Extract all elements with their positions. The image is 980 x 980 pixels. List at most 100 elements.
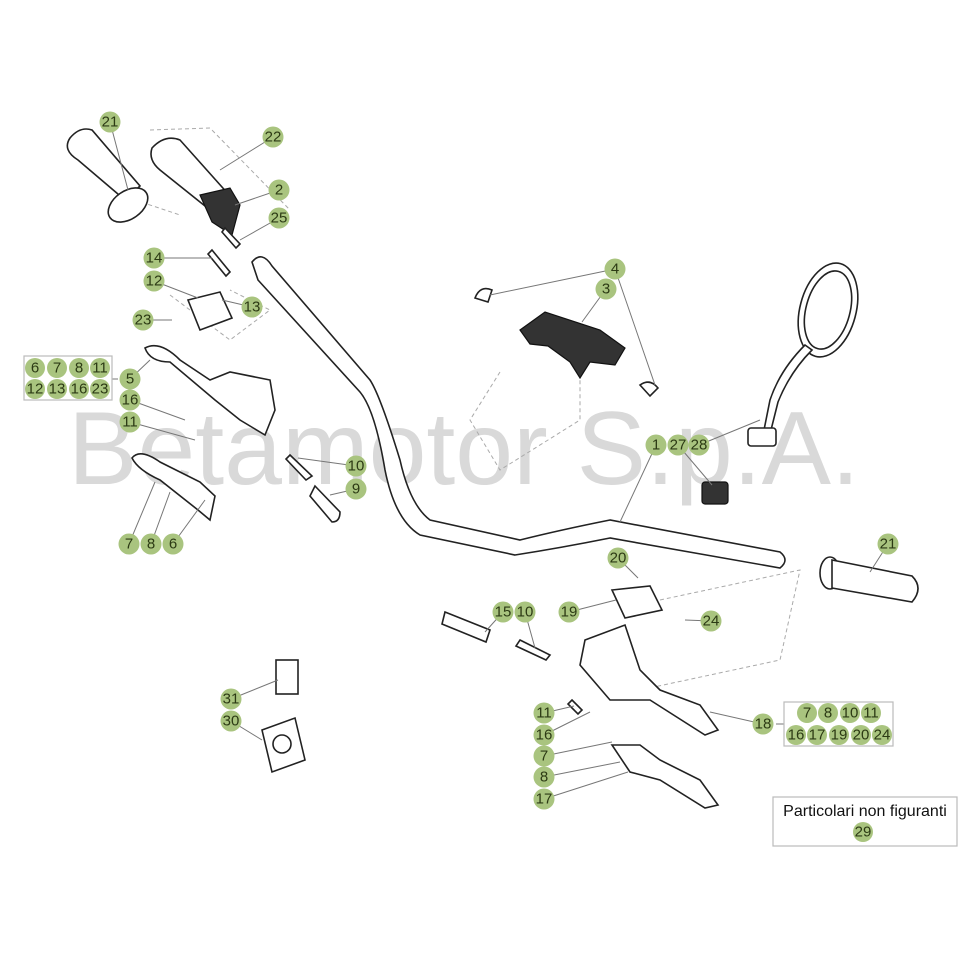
callout-circle <box>220 688 242 710</box>
callout-circle <box>840 703 860 723</box>
callout-number: 5 <box>126 371 134 388</box>
callout-circle <box>533 788 555 810</box>
callout-circle <box>533 766 555 788</box>
callout-circle <box>268 207 290 229</box>
callout-21: 21 <box>877 533 899 555</box>
callout-7: 7 <box>118 533 140 555</box>
callout-number: 22 <box>265 129 282 146</box>
callout-circle <box>607 547 629 569</box>
callout-number: 11 <box>863 705 879 722</box>
callout-number: 10 <box>842 705 859 722</box>
throttle-grip <box>150 137 242 250</box>
callout-circle <box>861 703 881 723</box>
callout-number: 23 <box>135 312 152 329</box>
callout-number: 8 <box>540 769 548 786</box>
callout-16: 16 <box>69 379 89 399</box>
brake-assembly <box>441 585 720 809</box>
callout-circle <box>119 368 141 390</box>
callout-11: 11 <box>533 702 555 724</box>
callout-circle <box>604 258 626 280</box>
callout-number: 7 <box>53 360 61 377</box>
mirror <box>747 262 859 447</box>
callout-15: 15 <box>492 601 514 623</box>
callout-circle <box>345 478 367 500</box>
handlebar <box>251 256 786 569</box>
callout-25: 25 <box>268 207 290 229</box>
callout-16: 16 <box>533 724 555 746</box>
callout-10: 10 <box>345 455 367 477</box>
callout-number: 7 <box>540 748 548 765</box>
callout-number: 10 <box>348 458 365 475</box>
handlebar-clamp <box>473 287 660 398</box>
grip-right <box>819 556 919 603</box>
callout-13: 13 <box>47 379 67 399</box>
callout-circle <box>558 601 580 623</box>
callout-number: 18 <box>755 716 772 733</box>
callout-circle <box>533 724 555 746</box>
callout-circle <box>90 379 110 399</box>
callout-number: 7 <box>803 705 811 722</box>
callout-number: 8 <box>147 536 155 553</box>
callout-19: 19 <box>558 601 580 623</box>
callout-29: 29 <box>853 822 873 842</box>
callout-circle <box>119 389 141 411</box>
callout-circle <box>220 710 242 732</box>
callout-number: 31 <box>223 691 240 708</box>
callout-number: 21 <box>880 536 897 553</box>
callout-number: 10 <box>517 604 534 621</box>
callout-number: 28 <box>691 437 708 454</box>
callout-number: 8 <box>75 360 83 377</box>
remote-switch <box>261 659 306 774</box>
callout-12: 12 <box>143 270 165 292</box>
callout-16: 16 <box>786 725 806 745</box>
callout-1: 1 <box>645 434 667 456</box>
callout-number: 14 <box>146 250 163 267</box>
callout-circle <box>807 725 827 745</box>
callout-11: 11 <box>861 703 881 723</box>
callout-14: 14 <box>143 247 165 269</box>
callout-6: 6 <box>162 533 184 555</box>
callout-number: 11 <box>122 414 138 431</box>
switch-28 <box>701 481 729 505</box>
callout-number: 20 <box>853 727 870 744</box>
callout-23: 23 <box>132 309 154 331</box>
callout-27: 27 <box>667 434 689 456</box>
callout-3: 3 <box>595 278 617 300</box>
callout-number: 23 <box>92 381 109 398</box>
callout-circle <box>492 601 514 623</box>
callout-4: 4 <box>604 258 626 280</box>
callout-circle <box>595 278 617 300</box>
callout-7: 7 <box>47 358 67 378</box>
callout-8: 8 <box>818 703 838 723</box>
callout-number: 20 <box>610 550 627 567</box>
callout-number: 13 <box>244 299 261 316</box>
callout-13: 13 <box>241 296 263 318</box>
callout-21: 21 <box>99 111 121 133</box>
callout-6: 6 <box>25 358 45 378</box>
callout-number: 3 <box>602 281 610 298</box>
callout-22: 22 <box>262 126 284 148</box>
callout-circle <box>140 533 162 555</box>
callout-2: 2 <box>268 179 290 201</box>
callout-number: 11 <box>92 360 108 377</box>
callout-11: 11 <box>90 358 110 378</box>
callout-19: 19 <box>829 725 849 745</box>
callout-circle <box>99 111 121 133</box>
callout-number: 27 <box>670 437 687 454</box>
callout-number: 11 <box>536 705 552 722</box>
callout-24: 24 <box>700 610 722 632</box>
callout-circle <box>47 379 67 399</box>
callout-17: 17 <box>533 788 555 810</box>
callout-circle <box>262 126 284 148</box>
callout-circle <box>90 358 110 378</box>
callout-number: 6 <box>169 536 177 553</box>
svg-text:29: 29 <box>855 824 872 841</box>
callout-circle <box>143 247 165 269</box>
callout-number: 25 <box>271 210 288 227</box>
callout-number: 6 <box>31 360 39 377</box>
callout-7: 7 <box>533 745 555 767</box>
callout-12: 12 <box>25 379 45 399</box>
callout-circle <box>872 725 892 745</box>
clutch-assembly <box>131 248 341 523</box>
